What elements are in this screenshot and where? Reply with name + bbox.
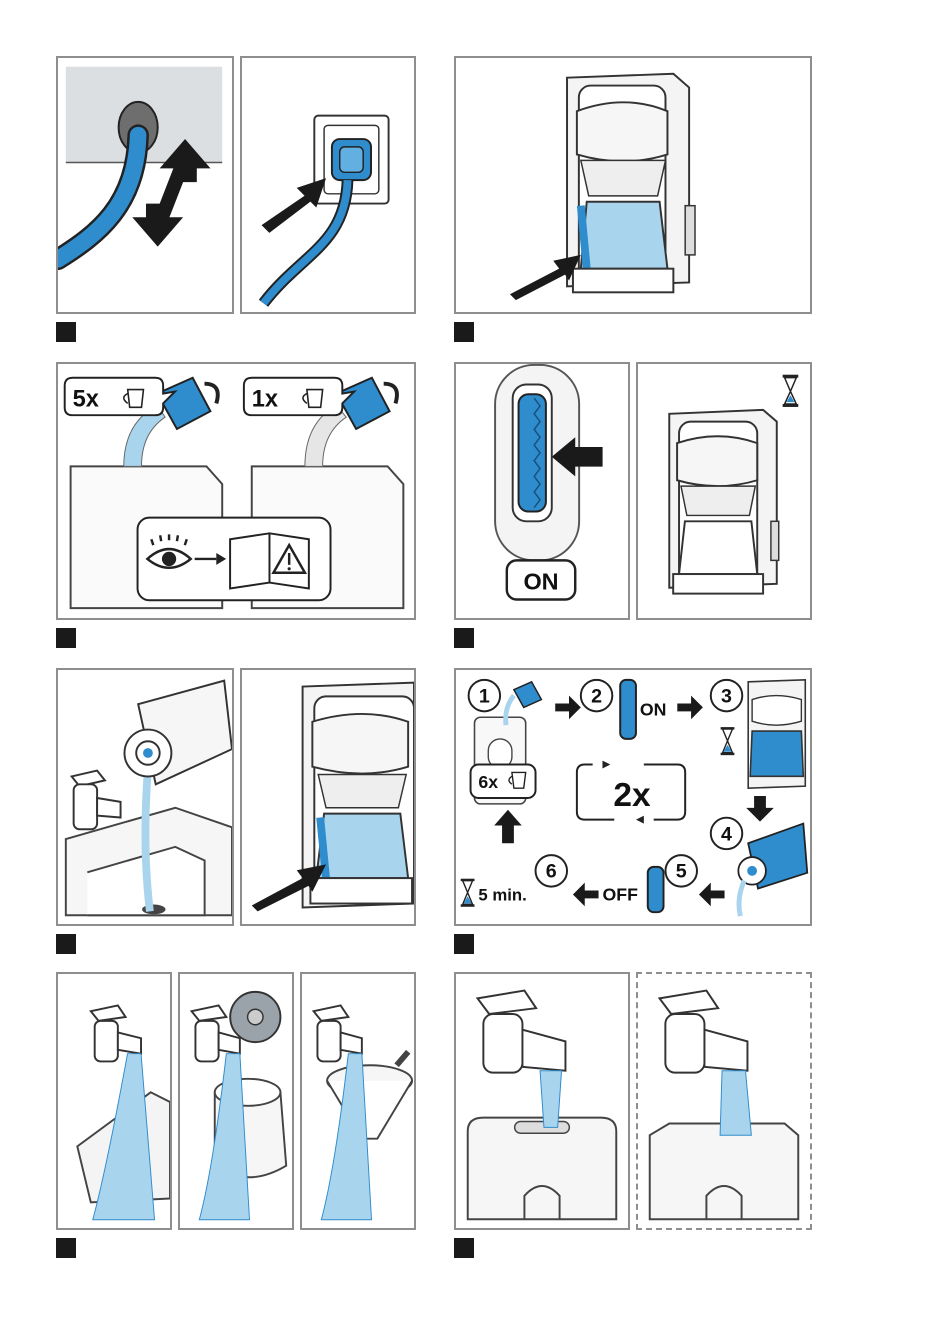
coffee-maker-illustration — [669, 410, 778, 594]
panel-rinse-tank — [56, 972, 172, 1230]
panel-fill-tank-correct — [454, 972, 630, 1230]
step-marker-1 — [56, 322, 76, 342]
panel-empty-carafe — [56, 668, 234, 926]
step-marker-5 — [56, 934, 76, 954]
arrow-right-icon — [677, 696, 703, 720]
hourglass-icon — [461, 879, 475, 907]
carafe-icon — [124, 681, 232, 785]
step-number-5: 5 — [676, 861, 687, 883]
lid-icon — [230, 992, 280, 1042]
cup-count-5x: 5x — [73, 386, 99, 412]
faucet-icon — [660, 991, 748, 1073]
repeat-label: 2x — [613, 777, 651, 814]
panel-rinse-filter — [300, 972, 416, 1230]
panel-decalcify-cycle: 1 2 3 4 5 6 6x ON — [454, 668, 812, 926]
wait-time-label: 5 min. — [478, 885, 526, 904]
carafe-icon — [738, 824, 807, 889]
panel-plug-socket — [240, 56, 416, 314]
step-marker-6 — [454, 934, 474, 954]
pouring-cup-icon — [514, 682, 542, 708]
cup-count-1x: 1x — [252, 386, 278, 412]
off-label: OFF — [602, 884, 638, 904]
step-marker-4 — [454, 628, 474, 648]
faucet-icon — [91, 1005, 141, 1061]
panel-brew-wait — [636, 362, 812, 620]
panel-rinse-carafe — [178, 972, 294, 1230]
arrow-left-icon — [699, 883, 725, 907]
coffee-maker-icon — [748, 680, 805, 788]
panel-fill-tank-alternative — [636, 972, 812, 1230]
step-number-1: 1 — [479, 685, 490, 707]
push-arrow-icon — [262, 178, 327, 233]
pouring-cup-icon — [157, 378, 218, 429]
step-number-4: 4 — [721, 823, 732, 845]
on-label: ON — [640, 699, 667, 719]
panel-insert-carafe — [454, 56, 812, 314]
step-marker-3 — [56, 628, 76, 648]
manual-warning-icon — [230, 533, 309, 588]
step-marker-8 — [454, 1238, 474, 1258]
arrow-up-icon — [494, 810, 522, 843]
arrow-right-icon — [555, 696, 581, 720]
on-switch-label: ON — [523, 569, 558, 595]
panel-fill-water: 5x 1x — [56, 362, 416, 620]
faucet-icon — [72, 771, 121, 830]
step-number-6: 6 — [546, 861, 557, 883]
faucet-icon — [478, 991, 566, 1073]
faucet-icon — [314, 1005, 362, 1061]
push-arrow-icon — [510, 255, 581, 300]
coffee-maker-illustration — [567, 74, 695, 293]
panel-insert-carafe-2 — [240, 668, 416, 926]
arrow-left-icon — [573, 883, 599, 907]
hourglass-icon — [783, 375, 799, 407]
pouring-cup-icon — [336, 378, 397, 429]
cups-count-label: 6x — [478, 772, 498, 792]
panel-cord-storage — [56, 56, 234, 314]
arrow-down-icon — [746, 796, 774, 822]
step-marker-2 — [454, 322, 474, 342]
switch-icon — [648, 867, 664, 912]
hourglass-icon — [721, 727, 735, 755]
switch-icon — [620, 680, 636, 739]
panel-switch-on: ON — [454, 362, 630, 620]
step-number-3: 3 — [721, 685, 732, 707]
step-number-2: 2 — [591, 685, 602, 707]
step-marker-7 — [56, 1238, 76, 1258]
